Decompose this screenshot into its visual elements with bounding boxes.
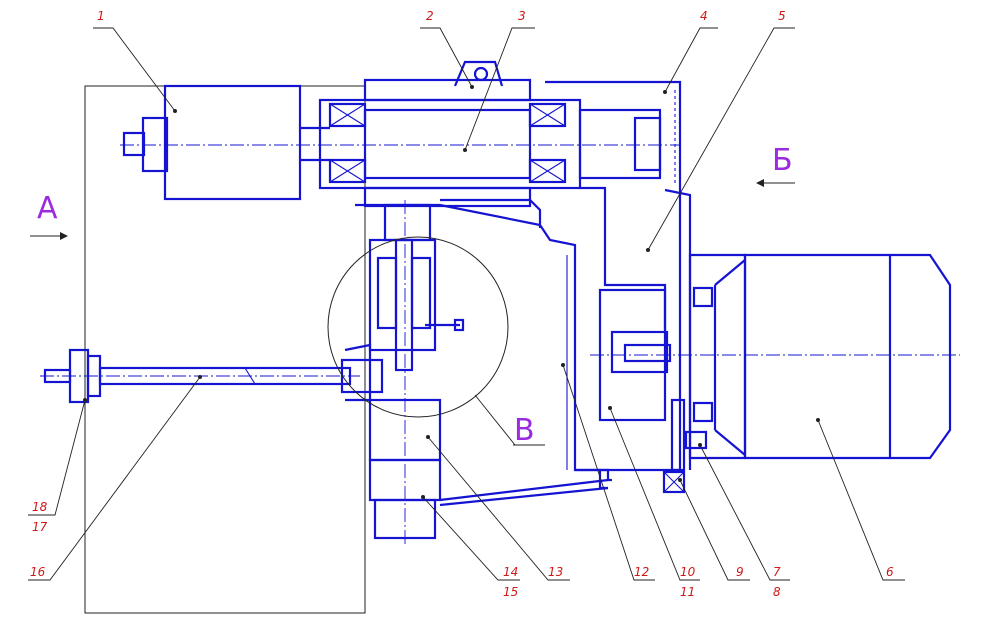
- view-label-v: В: [514, 413, 535, 448]
- callout-2: 2: [426, 9, 434, 23]
- base-frame: [84, 85, 366, 614]
- detail-circle-v: [327, 236, 509, 418]
- callout-7: 7: [773, 565, 781, 579]
- part-1-block: [122, 84, 330, 201]
- part-5-housing: [580, 186, 692, 470]
- callout-6: 6: [886, 565, 894, 579]
- callout-1: 1: [97, 9, 105, 23]
- callout-3: 3: [518, 9, 526, 23]
- callout-18: 18: [32, 500, 48, 514]
- callout-10: 10: [680, 565, 696, 579]
- callout-17: 17: [32, 520, 48, 534]
- callout-14: 14: [503, 565, 518, 579]
- part-3-shaft-assembly: [318, 78, 662, 208]
- callout-5: 5: [778, 9, 786, 23]
- view-arrow-b: [756, 179, 795, 187]
- callout-16: 16: [30, 565, 46, 579]
- callout-12: 12: [634, 565, 649, 579]
- part-4-cover: [545, 80, 682, 200]
- callout-11: 11: [680, 585, 695, 599]
- callout-4: 4: [700, 9, 708, 23]
- part-6-motor: [662, 253, 952, 494]
- callout-8: 8: [773, 585, 781, 599]
- leaders: [28, 27, 905, 581]
- callout-15: 15: [503, 585, 518, 599]
- callout-13: 13: [548, 565, 563, 579]
- callout-9: 9: [736, 565, 744, 579]
- part-2-lifting-eye: [453, 60, 504, 87]
- view-arrow-a: [30, 232, 68, 240]
- view-label-a: А: [37, 191, 58, 226]
- view-label-b: Б: [772, 143, 793, 178]
- part-13-spindle: [344, 203, 609, 540]
